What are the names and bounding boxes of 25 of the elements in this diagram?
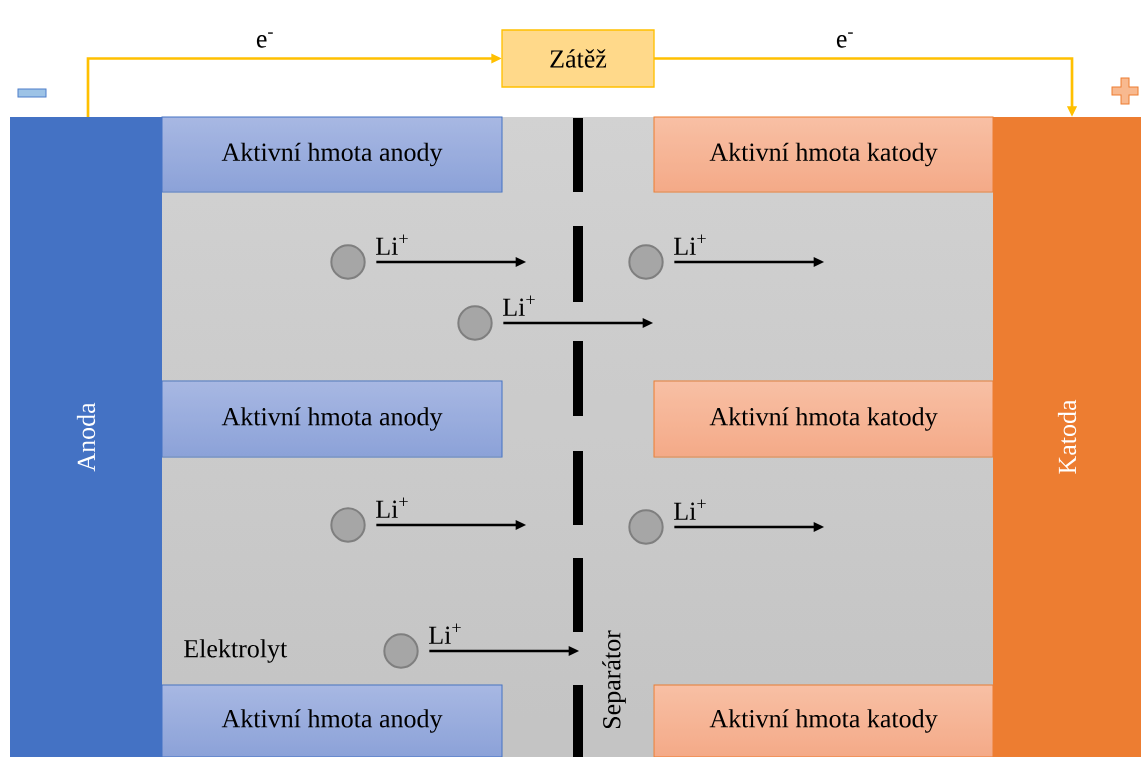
edge-label: e$^{-}$ xyxy=(836,32,853,48)
load-box: Zátěž xyxy=(501,29,655,88)
anode-material-box: Aktivní hmota anody xyxy=(161,380,503,458)
ion-circle xyxy=(457,305,493,341)
ion-circle xyxy=(628,509,664,545)
anode-band: Anoda xyxy=(10,117,162,757)
ion-circle xyxy=(383,633,419,669)
ion-label: Li$^{+}$ xyxy=(376,234,408,255)
anode-material-box: Aktivní hmota anody xyxy=(161,116,503,193)
ion-circle xyxy=(330,244,366,280)
anode-material-box: Aktivní hmota anody xyxy=(161,684,503,757)
ion-label: Li$^{+}$ xyxy=(674,234,706,255)
text-label: Separátor xyxy=(602,630,626,729)
edge-label: e$^{-}$ xyxy=(256,32,273,48)
ion-circle xyxy=(330,507,366,543)
cathode-material-box: Aktivní hmota katody xyxy=(653,684,994,757)
ion-label: Li$^{+}$ xyxy=(376,497,408,518)
ion-circle xyxy=(628,244,664,280)
text-label: Elektrolyt xyxy=(184,639,288,663)
ion-label: Li$^{+}$ xyxy=(674,499,706,520)
ion-label: Li$^{+}$ xyxy=(429,623,461,644)
cathode-material-box: Aktivní hmota katody xyxy=(653,116,994,193)
ion-label: Li$^{+}$ xyxy=(503,295,535,316)
cathode-material-box: Aktivní hmota katody xyxy=(653,380,994,458)
cathode-band: Katoda xyxy=(993,117,1141,757)
